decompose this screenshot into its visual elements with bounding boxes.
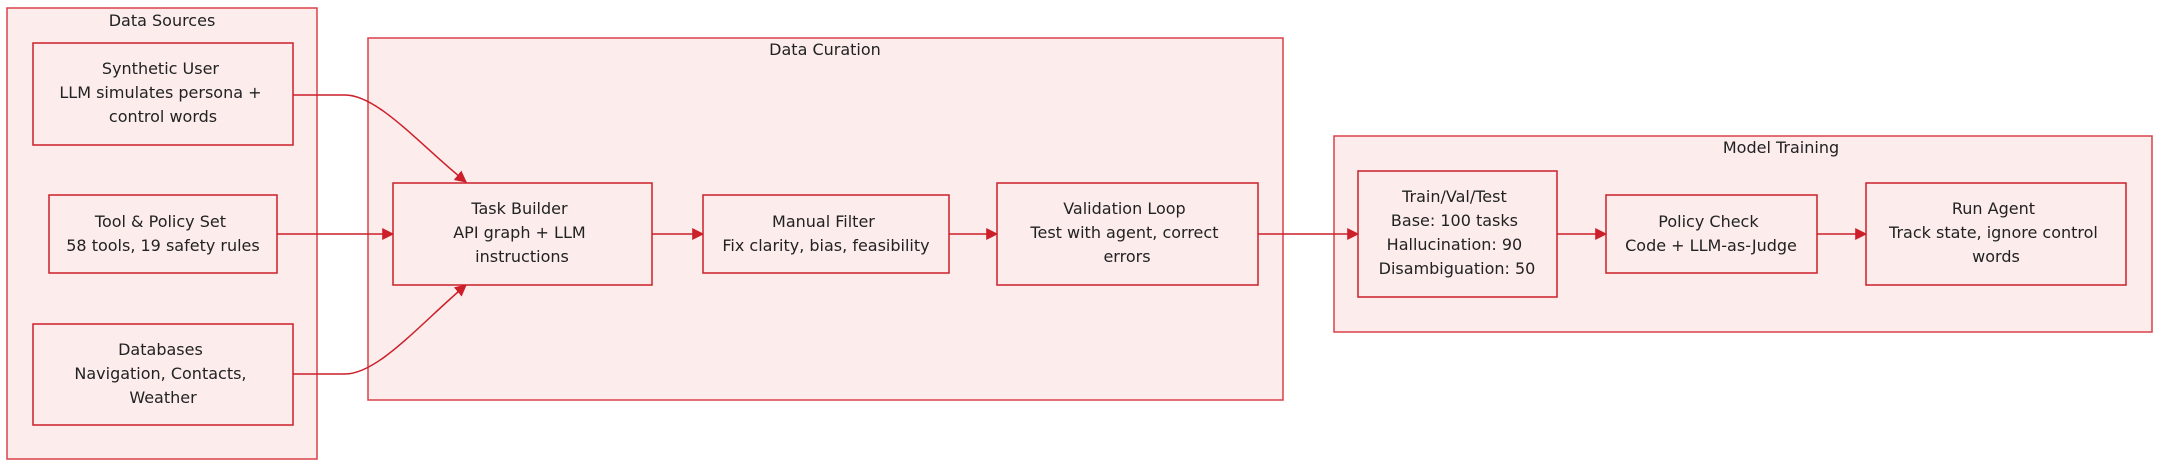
node-task-builder: Task Builder API graph + LLM instruction… [392, 182, 653, 286]
node-tool-policy-set: Tool & Policy Set 58 tools, 19 safety ru… [48, 194, 278, 274]
task-builder-title: Task Builder [470, 199, 568, 218]
node-policy-check: Policy Check Code + LLM-as-Judge [1605, 194, 1818, 274]
databases-title: Databases [118, 340, 203, 359]
manual-filter-line-1: Fix clarity, bias, feasibility [722, 236, 929, 255]
node-validation-loop: Validation Loop Test with agent, correct… [996, 182, 1259, 286]
node-tool-policy-set-text: Tool & Policy Set 58 tools, 19 safety ru… [66, 212, 259, 255]
databases-line-1: Navigation, Contacts, [74, 364, 246, 383]
edges [277, 94, 1868, 375]
cluster-title-data-sources: Data Sources [109, 11, 216, 30]
node-synthetic-user-text: Synthetic User LLM simulates persona + c… [59, 59, 266, 126]
validation-loop-line-1: Test with agent, correct [1029, 223, 1218, 242]
task-builder-line-2: instructions [475, 247, 569, 266]
node-run-agent-text: Run Agent Track state, ignore control wo… [1888, 199, 2103, 266]
synthetic-user-title: Synthetic User [102, 59, 220, 78]
edge-synthetic-user-to-task-builder [293, 94, 467, 183]
train-val-test-line-3: Disambiguation: 50 [1379, 259, 1536, 278]
node-policy-check-text: Policy Check Code + LLM-as-Judge [1625, 212, 1797, 255]
cluster-title-model-training: Model Training [1723, 138, 1839, 157]
node-manual-filter-text: Manual Filter Fix clarity, bias, feasibi… [722, 212, 929, 255]
synthetic-user-line-1: LLM simulates persona + [59, 83, 261, 102]
validation-loop-line-2: errors [1103, 247, 1150, 266]
node-run-agent: Run Agent Track state, ignore control wo… [1865, 182, 2127, 286]
train-val-test-line-1: Base: 100 tasks [1391, 211, 1518, 230]
run-agent-line-2: words [1972, 247, 2020, 266]
train-val-test-title: Train/Val/Test [1401, 187, 1507, 206]
node-train-val-test-text: Train/Val/Test Base: 100 tasks Hallucina… [1379, 187, 1536, 278]
node-validation-loop-text: Validation Loop Test with agent, correct… [1029, 199, 1223, 266]
tool-policy-set-line-1: 58 tools, 19 safety rules [66, 236, 259, 255]
run-agent-line-1: Track state, ignore control [1888, 223, 2098, 242]
train-val-test-line-2: Hallucination: 90 [1387, 235, 1523, 254]
node-synthetic-user: Synthetic User LLM simulates persona + c… [32, 42, 294, 146]
cluster-title-data-curation: Data Curation [769, 40, 881, 59]
edge-databases-to-task-builder [293, 284, 467, 375]
validation-loop-title: Validation Loop [1063, 199, 1185, 218]
node-train-val-test: Train/Val/Test Base: 100 tasks Hallucina… [1357, 170, 1558, 298]
node-manual-filter: Manual Filter Fix clarity, bias, feasibi… [702, 194, 950, 274]
tool-policy-set-title: Tool & Policy Set [94, 212, 226, 231]
synthetic-user-line-2: control words [109, 107, 217, 126]
node-task-builder-text: Task Builder API graph + LLM instruction… [453, 199, 591, 266]
policy-check-line-1: Code + LLM-as-Judge [1625, 236, 1797, 255]
manual-filter-title: Manual Filter [772, 212, 875, 231]
run-agent-title: Run Agent [1952, 199, 2035, 218]
databases-line-2: Weather [129, 388, 197, 407]
task-builder-line-1: API graph + LLM [453, 223, 585, 242]
policy-check-title: Policy Check [1658, 212, 1759, 231]
node-databases: Databases Navigation, Contacts, Weather [32, 323, 294, 426]
node-databases-text: Databases Navigation, Contacts, Weather [74, 340, 251, 407]
